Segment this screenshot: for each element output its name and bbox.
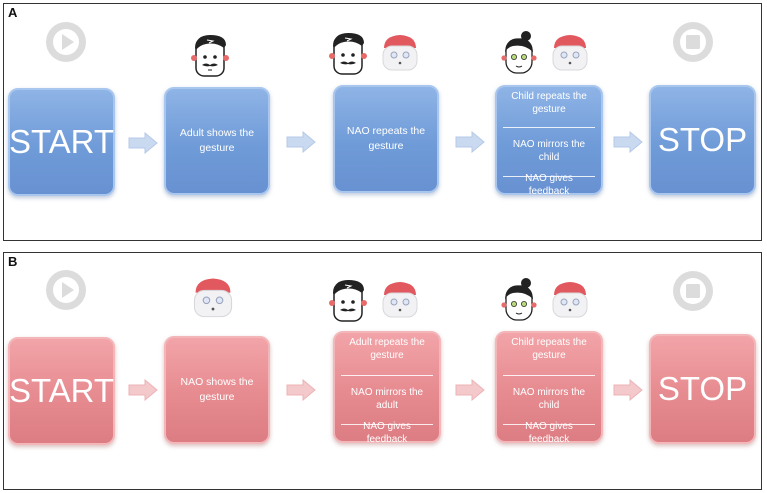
start-box: START — [8, 337, 115, 445]
step-line: NAO mirrors the child — [512, 386, 586, 412]
divider — [503, 176, 595, 177]
stop-box: STOP — [649, 85, 756, 195]
divider — [341, 375, 433, 376]
panel-label: A — [8, 5, 18, 20]
step-box: Adult shows the gesture — [164, 87, 270, 195]
right-arrow-icon — [286, 379, 316, 401]
step-line: NAO mirrors the adult — [350, 386, 424, 412]
right-arrow-icon — [613, 379, 643, 401]
step-line: Adult repeats the gesture — [349, 336, 425, 362]
nao-robot-face-icon — [552, 35, 588, 71]
right-arrow-icon — [286, 131, 316, 153]
stop-icon — [673, 22, 713, 62]
step-line: NAO gives feedback — [525, 172, 573, 198]
step-box-multi: Adult repeats the gesture NAO mirrors th… — [333, 331, 441, 446]
stop-box: STOP — [649, 334, 756, 444]
play-icon — [46, 270, 86, 310]
right-arrow-icon — [613, 131, 643, 153]
panel-b: B — [3, 252, 762, 490]
nao-robot-face-icon — [382, 282, 418, 318]
nao-robot-face-icon — [552, 282, 588, 318]
child-face-icon — [501, 31, 537, 74]
child-face-icon — [501, 278, 537, 321]
right-arrow-icon — [455, 131, 485, 153]
right-arrow-icon — [455, 379, 485, 401]
right-arrow-icon — [128, 379, 158, 401]
nao-robot-face-icon — [382, 35, 418, 71]
step-line: Child repeats the gesture — [511, 336, 587, 362]
stop-icon — [673, 271, 713, 311]
step-box: NAO repeats the gesture — [333, 85, 439, 193]
start-box: START — [8, 88, 115, 196]
divider — [503, 424, 595, 425]
step-line: NAO mirrors the child — [512, 138, 586, 164]
step-line: NAO gives feedback — [525, 420, 573, 446]
step-line: Child repeats the gesture — [511, 90, 587, 116]
divider — [503, 127, 595, 128]
panel-label: B — [8, 254, 18, 269]
step-box-multi: Child repeats the gesture NAO mirrors th… — [495, 85, 603, 198]
step-line: NAO gives feedback — [363, 420, 411, 446]
panel-a: A — [3, 3, 762, 241]
step-box: NAO shows the gesture — [164, 336, 270, 444]
adult-face-icon — [329, 280, 367, 322]
adult-face-icon — [191, 35, 229, 77]
play-icon — [46, 22, 86, 62]
adult-face-icon — [329, 33, 367, 75]
nao-robot-face-icon — [193, 278, 233, 318]
divider — [503, 375, 595, 376]
step-box-multi: Child repeats the gesture NAO mirrors th… — [495, 331, 603, 446]
divider — [341, 424, 433, 425]
right-arrow-icon — [128, 132, 158, 154]
